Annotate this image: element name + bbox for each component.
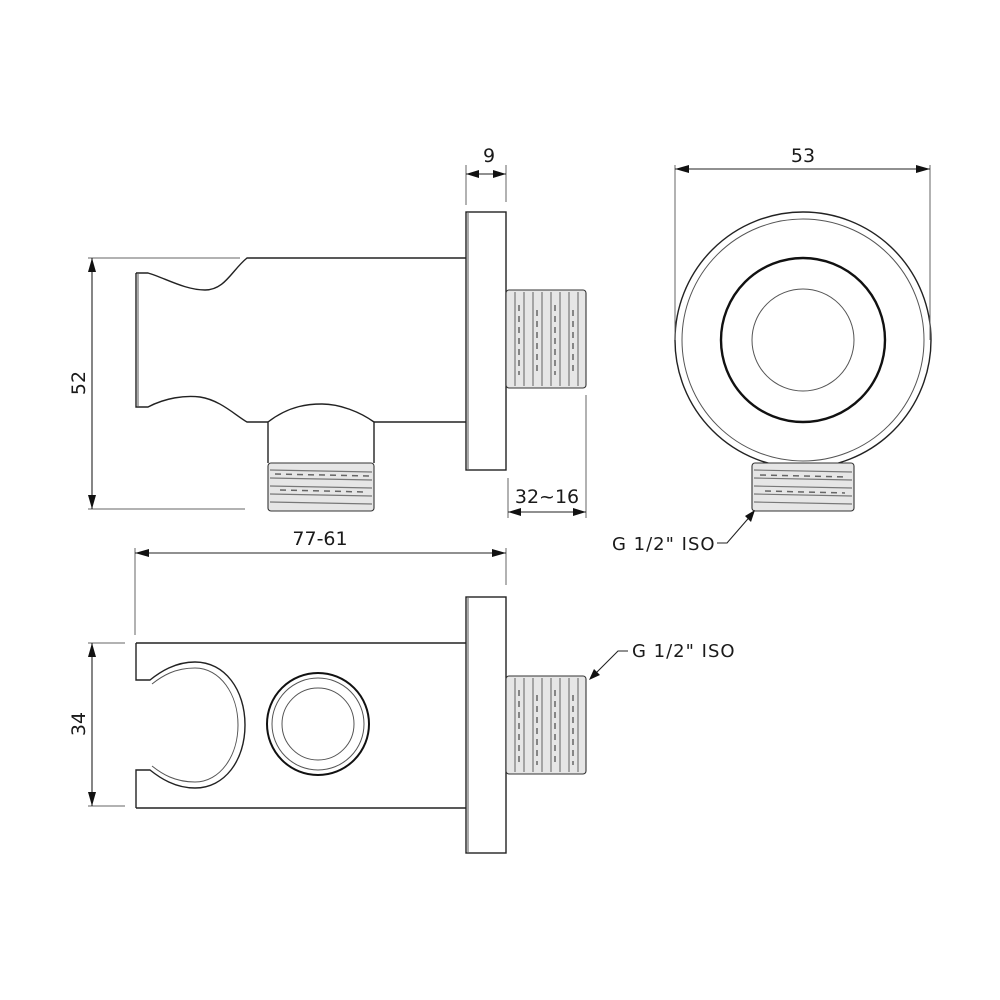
connector-ring-outer	[266, 672, 370, 776]
top-view: 77-61 34 G 1/2" ISO	[68, 528, 736, 854]
bottom-thread	[267, 462, 375, 512]
middle-ring	[719, 256, 887, 424]
front-thread-spec: G 1/2" ISO	[612, 534, 716, 555]
inner-bore	[751, 288, 855, 392]
side-thread	[505, 289, 587, 389]
side-view: 9 52 32~16	[68, 145, 587, 518]
bottom-connector	[267, 403, 375, 463]
front-thread-callout: G 1/2" ISO	[612, 510, 755, 555]
top-side-thread	[505, 675, 587, 775]
outer-rim	[674, 211, 932, 469]
dimension-diameter: 53	[674, 145, 931, 340]
holder-body-outline	[135, 257, 466, 423]
connector-ring-inner	[281, 687, 355, 761]
top-thread-spec: G 1/2" ISO	[632, 641, 736, 662]
width-label: 34	[68, 712, 90, 736]
dimension-height: 52	[68, 257, 245, 510]
top-thread-callout: G 1/2" ISO	[589, 641, 736, 680]
dimension-thread-length: 32~16	[507, 395, 587, 518]
flange-thickness-label: 9	[483, 145, 495, 167]
wall-flange	[465, 211, 507, 471]
dimension-overall-length: 77-61	[134, 528, 507, 635]
front-view: 53 G 1/2" ISO	[612, 145, 932, 555]
dimension-flange-thickness: 9	[465, 145, 507, 205]
top-wall-flange	[465, 596, 507, 854]
dimension-width: 34	[68, 642, 125, 807]
overall-length-label: 77-61	[292, 528, 347, 550]
front-bottom-thread	[751, 462, 855, 512]
thread-length-label: 32~16	[515, 486, 579, 508]
holder-top-outline	[135, 642, 466, 809]
height-label: 52	[68, 371, 90, 395]
diameter-label: 53	[791, 145, 815, 167]
